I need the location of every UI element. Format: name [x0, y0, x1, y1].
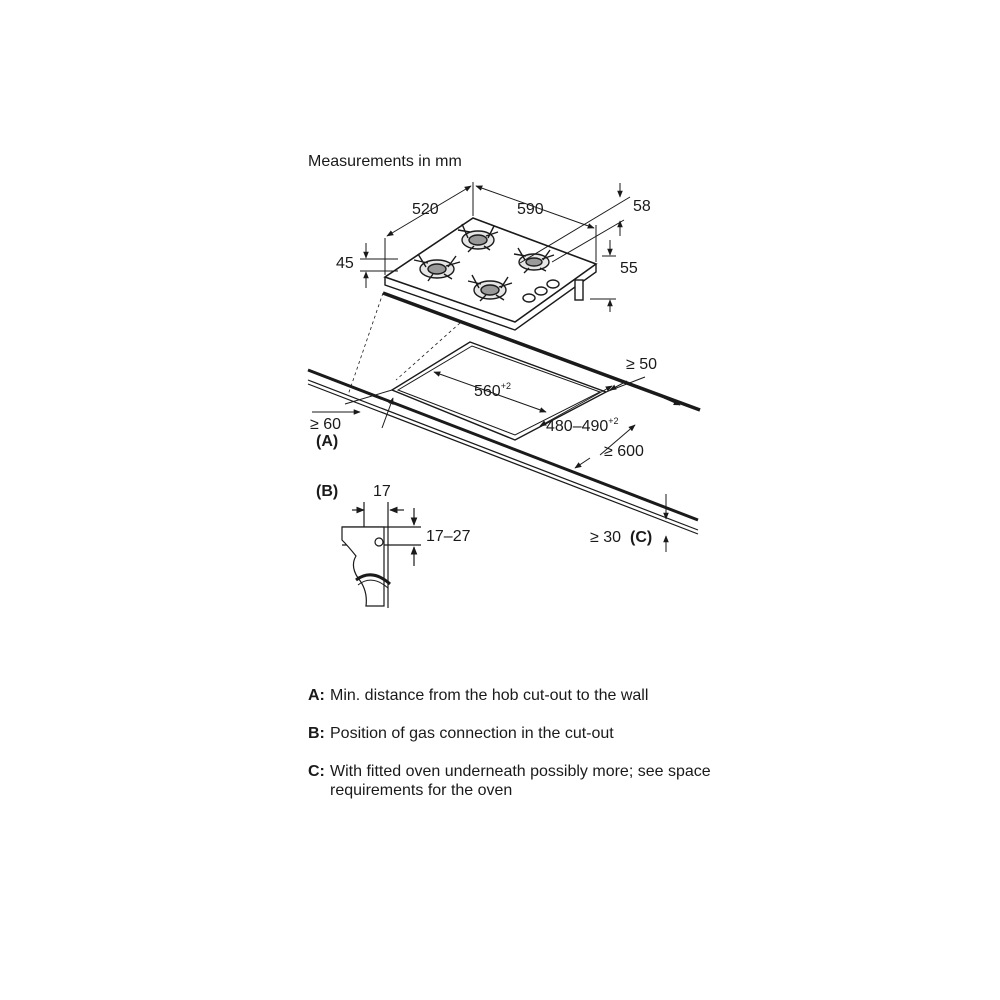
- dim-hob-height-left: 45: [336, 255, 354, 272]
- key-a-label: (A): [316, 433, 338, 450]
- legend-key: C:: [308, 763, 325, 780]
- gas-connection-point: [374, 537, 384, 547]
- legend-text: Min. distance from the hob cut-out to th…: [330, 687, 649, 704]
- burner-left: [413, 253, 461, 282]
- dim-worktop-thickness: ≥ 30: [590, 529, 621, 546]
- cutout-dimensions: [312, 371, 681, 552]
- legend-text: Position of gas connection in the cut-ou…: [330, 725, 614, 742]
- burner-front: [467, 274, 513, 302]
- hob-dimensions: [360, 182, 631, 312]
- legend-item-a: A: Min. distance from the hob cut-out to…: [308, 686, 728, 705]
- dim-hob-height-right: 58: [633, 198, 651, 215]
- gas-pipe: [355, 573, 391, 586]
- key-c-label: (C): [630, 529, 652, 546]
- legend-item-b: B: Position of gas connection in the cut…: [308, 724, 728, 743]
- diagram-title: Measurements in mm: [308, 153, 462, 170]
- legend-key: B:: [308, 725, 325, 742]
- dim-cutout-width: 560+2: [474, 381, 511, 400]
- gas-connection-stub: [574, 279, 584, 301]
- dim-gas-height: 17–27: [426, 528, 471, 545]
- gas-connection-detail: [341, 502, 421, 608]
- dim-hob-width: 590: [517, 201, 544, 218]
- legend-text: With fitted oven underneath possibly mor…: [330, 763, 711, 799]
- control-knobs: [522, 279, 560, 303]
- worktop-section: [341, 526, 385, 607]
- key-b-label: (B): [316, 483, 338, 500]
- dim-gas-offset: 17: [373, 483, 391, 500]
- burner-right: [513, 247, 555, 274]
- legend: A: Min. distance from the hob cut-out to…: [308, 686, 728, 819]
- hob-drawing: [383, 217, 598, 331]
- legend-key: A:: [308, 687, 325, 704]
- legend-item-c: C: With fitted oven underneath possibly …: [308, 762, 728, 800]
- dim-hob-height-under: 55: [620, 260, 638, 277]
- worktop: [307, 291, 701, 535]
- dim-worktop-depth: ≥ 600: [604, 443, 644, 460]
- dim-hob-depth: 520: [412, 201, 439, 218]
- dim-cutout-depth: 480–490+2: [546, 416, 619, 435]
- dim-wall-clearance: ≥ 60: [310, 416, 341, 433]
- dim-rear-clearance: ≥ 50: [626, 356, 657, 373]
